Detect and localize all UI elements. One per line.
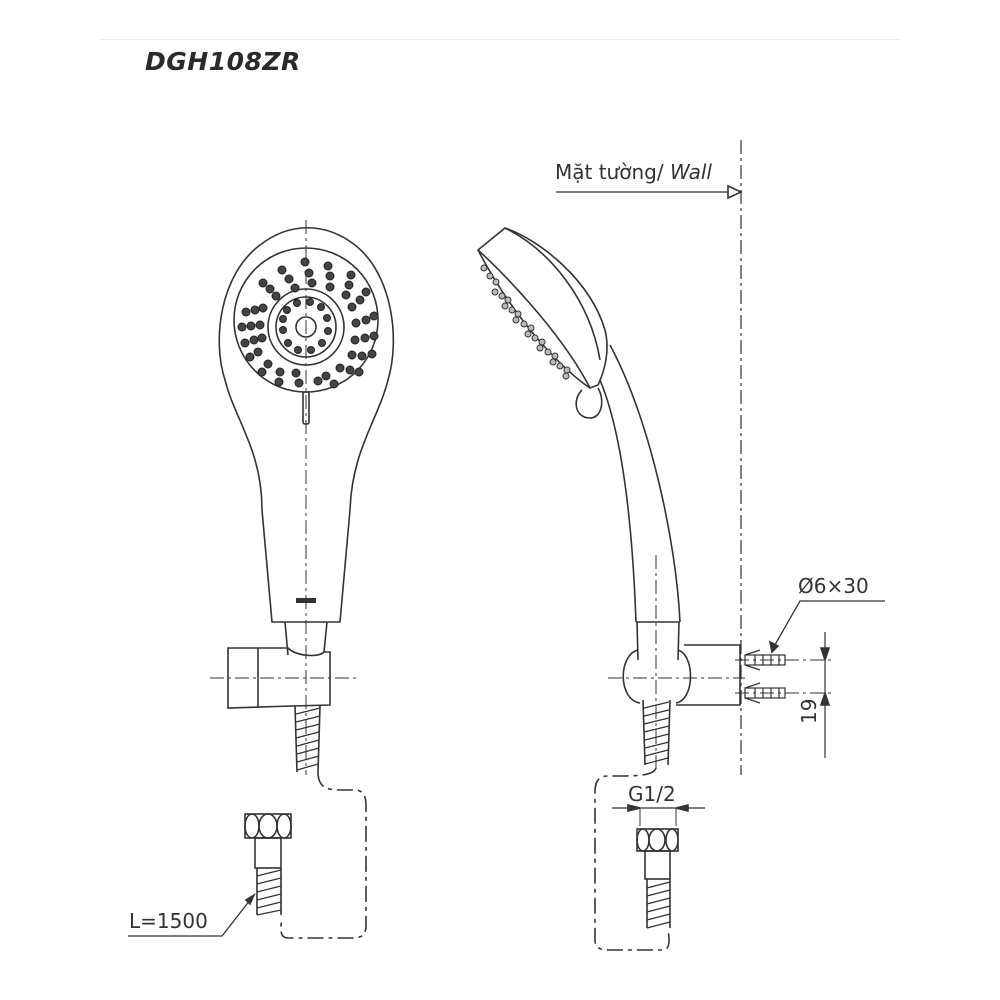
model-title: DGH108ZR (145, 47, 301, 76)
wall-label: Mặt tường/ Wall (555, 160, 712, 184)
anchor-spacing-label: 19 (797, 698, 821, 724)
anchor-size-label: Ø6×30 (798, 574, 869, 598)
logo-icon (296, 598, 316, 603)
thread-size-label: G1/2 (628, 782, 676, 806)
hose-length-label: L=1500 (129, 909, 208, 933)
top-divider (100, 39, 900, 40)
wall-label-vi: Mặt tường/ (555, 160, 664, 184)
wall-label-en: Wall (669, 160, 712, 184)
front-view (128, 220, 395, 939)
side-view (476, 140, 885, 951)
